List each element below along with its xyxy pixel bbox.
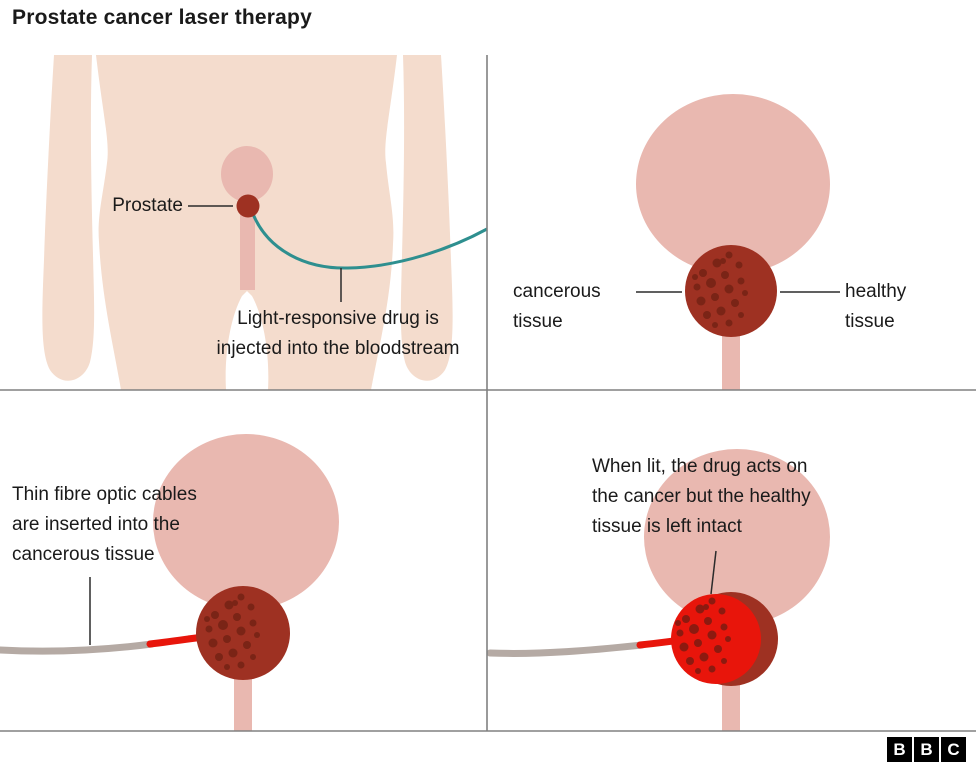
bbc-logo-letter-b2: B: [914, 737, 939, 762]
right-arm-shape: [400, 55, 453, 381]
bladder-shape: [644, 449, 830, 625]
bbc-logo-letter-c: C: [941, 737, 966, 762]
urethra-stalk: [234, 672, 252, 731]
urethra-stalk: [240, 214, 255, 290]
catheter-line: [251, 213, 488, 270]
prostate-diagram-tissue: [636, 94, 830, 390]
laser-pointer-line: [710, 550, 717, 595]
bladder-shape: [636, 94, 830, 274]
laser-caption: When lit, the drug acts on the cancer bu…: [592, 456, 811, 537]
left-arm-shape: [42, 55, 95, 381]
page-title: Prostate cancer laser therapy: [12, 6, 312, 29]
prostate-area-panel1: [221, 146, 488, 290]
urethra-stalk: [722, 678, 740, 731]
injection-caption: Light-responsive drug is injected into t…: [216, 308, 460, 359]
bbc-logo-letter-b1: B: [887, 737, 912, 762]
cancerous-tissue-label: cancerous tissue: [513, 281, 601, 332]
bladder-shape: [153, 434, 339, 610]
prostate-gland-icon: [236, 194, 260, 218]
laser-lit-region: [671, 594, 761, 684]
bladder-shape: [221, 146, 273, 202]
healthy-tissue-label: healthy tissue: [845, 281, 907, 332]
prostate-label: Prostate: [112, 195, 183, 216]
prostate-diagram-fibre: [0, 434, 339, 731]
bbc-logo: B B C: [887, 737, 966, 762]
prostate-diagram-laser: [486, 449, 830, 731]
urethra-stalk: [722, 330, 740, 390]
fibre-cable-gray: [486, 641, 646, 657]
fibre-caption: Thin fibre optic cables are inserted int…: [12, 484, 197, 565]
fibre-cable-gray: [0, 640, 156, 655]
